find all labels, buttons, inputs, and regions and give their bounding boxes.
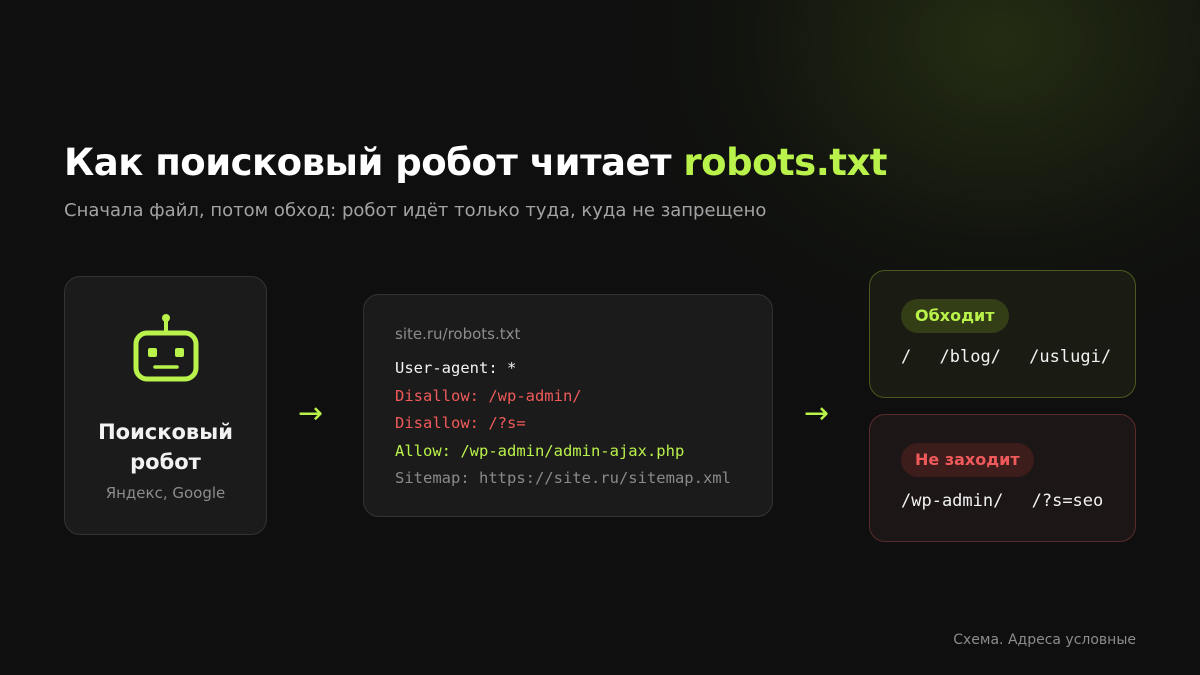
page-title: Как поисковый робот читает robots.txt [64, 140, 887, 186]
allowed-badge: Обходит [901, 299, 1009, 333]
robot-icon [133, 314, 199, 382]
robot-title: Поисковый робот [98, 420, 233, 474]
code-line-allow: Allow: /wp-admin/admin-ajax.php [395, 441, 685, 460]
title-main: Как поисковый робот читает [64, 141, 672, 184]
robot-subtitle: Яндекс, Google [105, 484, 226, 502]
code-line-disallow: Disallow: /?s= [395, 414, 526, 432]
path-item: /uslugi/ [1029, 347, 1112, 367]
arrow-right-icon: → [298, 396, 324, 431]
code-line-user-agent: User-agent: * [395, 359, 517, 377]
path-item: / [901, 347, 912, 367]
robots-file-card: site.ru/robots.txt User-agent: * Disallo… [363, 294, 773, 517]
path-item: /blog/ [939, 347, 1001, 367]
allowed-paths: / /blog/ /uslugi/ [901, 345, 1111, 369]
code-line-sitemap: Sitemap: https://site.ru/sitemap.xml [395, 469, 731, 487]
denied-card: Не заходит /wp-admin/ /?s=seo [869, 414, 1136, 542]
path-item: /?s=seo [1031, 491, 1104, 511]
path-item: /wp-admin/ [901, 491, 1004, 511]
code-line-disallow: Disallow: /wp-admin/ [395, 386, 582, 405]
arrow-right-icon: → [804, 396, 830, 431]
title-accent: robots.txt [683, 141, 887, 184]
denied-paths: /wp-admin/ /?s=seo [901, 489, 1103, 513]
code-block: User-agent: * Disallow: /wp-admin/ Disal… [395, 355, 731, 493]
footnote: Схема. Адреса условные [953, 632, 1136, 648]
robot-card: Поисковый робот Яндекс, Google [64, 276, 267, 535]
allowed-card: Обходит / /blog/ /uslugi/ [869, 270, 1136, 398]
page-subtitle: Сначала файл, потом обход: робот идёт то… [64, 200, 767, 221]
file-name: site.ru/robots.txt [395, 325, 521, 343]
denied-badge: Не заходит [901, 443, 1034, 477]
